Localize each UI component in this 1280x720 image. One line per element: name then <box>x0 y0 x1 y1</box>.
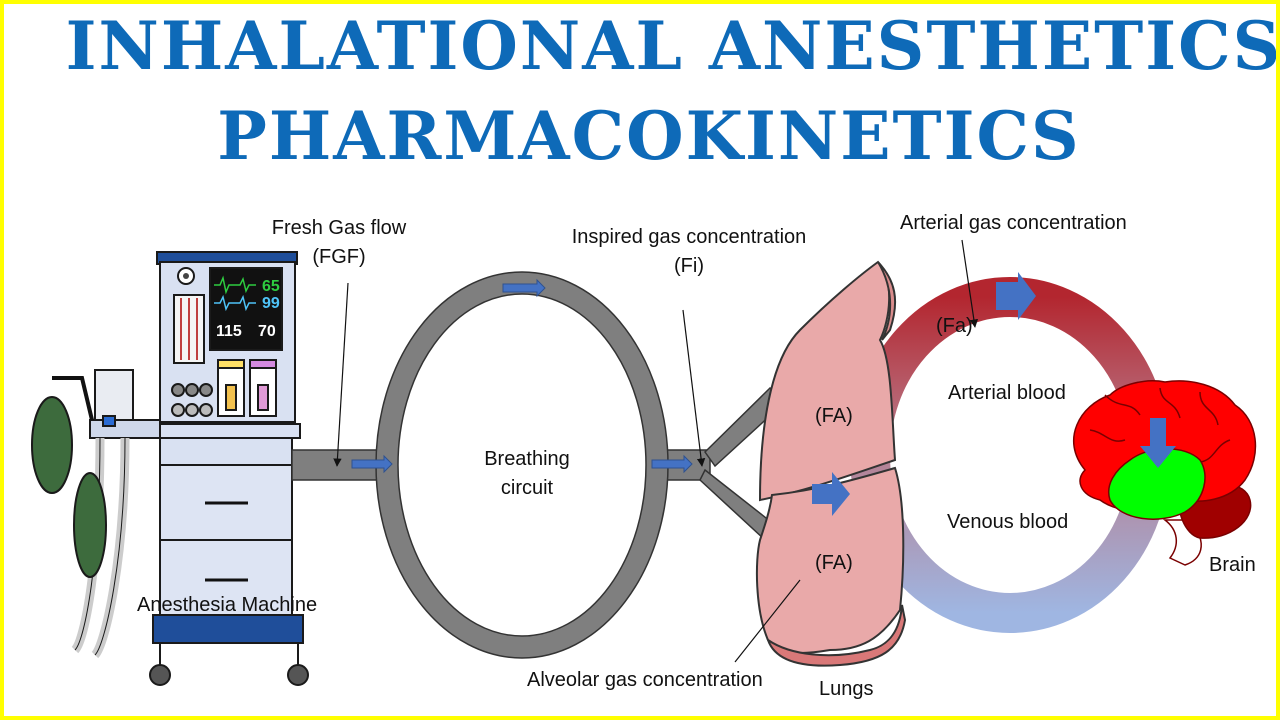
absorber-mount <box>89 419 161 439</box>
monitor-bp-diastolic: 70 <box>258 323 276 340</box>
monitor-heart-rate: 65 <box>262 278 280 295</box>
fi-label-line-1: Inspired gas concentration <box>571 226 807 248</box>
machine-base <box>152 614 304 644</box>
pointer-lines <box>333 239 979 663</box>
pharmacokinetics-diagram: 65 99 115 70 <box>31 239 1257 686</box>
flow-arrow-icon <box>651 454 693 474</box>
arterial-fa-short-label: (Fa) <box>936 315 973 337</box>
flow-arrow-icon <box>351 454 393 474</box>
lungs-label: Lungs <box>819 678 874 700</box>
venous-blood-label: Venous blood <box>947 511 1069 533</box>
alveolar-concentration-label: Alveolar gas concentration <box>527 669 763 691</box>
fgf-pointer <box>333 282 349 467</box>
fi-label-line-2: (Fi) <box>674 255 704 277</box>
fgf-label-line-1: Fresh Gas flow <box>271 217 407 239</box>
drawer-2 <box>159 539 293 616</box>
arterial-concentration-label: Arterial gas concentration <box>900 212 1127 234</box>
fgf-label-line-2: (FGF) <box>312 246 366 268</box>
flow-arrow-icon <box>502 278 546 298</box>
alveolar-lower-label: (FA) <box>815 552 853 574</box>
lungs <box>755 260 907 667</box>
breathing-circuit-line-2: circuit <box>500 477 554 499</box>
reservoir-bag-1 <box>31 396 73 494</box>
brain <box>1073 380 1257 566</box>
co2-absorber <box>94 369 134 423</box>
anesthesia-machine-label: Anesthesia Machine <box>137 594 318 616</box>
page-title-line-1: INHALATIONAL ANESTHETICS <box>65 7 1280 85</box>
monitor-bp-systolic: 115 <box>216 323 242 340</box>
anesthesia-machine <box>31 251 309 686</box>
arterial-blood-label: Arterial blood <box>948 382 1066 404</box>
fgf-label: Fresh Gas flow (FGF) <box>254 216 424 269</box>
page-title-line-2: PHARMACOKINETICS <box>217 97 1081 175</box>
lung-upper-lobe <box>758 260 897 502</box>
arterial-flow-arrow-icon <box>996 272 1036 320</box>
fa-pointer <box>961 239 979 328</box>
machine-shelf <box>149 423 301 439</box>
breathing-circuit-label: Breathing circuit <box>467 447 587 500</box>
brain-flow-arrow-icon <box>1140 418 1176 468</box>
fi-label: Inspired gas concentration (Fi) <box>554 225 824 278</box>
alveolar-flow-arrow-icon <box>812 472 850 516</box>
alveolar-upper-label: (FA) <box>815 405 853 427</box>
flow-arrows <box>351 278 693 474</box>
breathing-circuit-line-1: Breathing <box>484 448 570 470</box>
reservoir-bag-2 <box>73 472 107 578</box>
lung-lower-lobe <box>755 466 905 654</box>
wheel-icon <box>149 664 171 686</box>
brain-label: Brain <box>1209 554 1256 576</box>
alveolar-pointer <box>734 579 801 663</box>
breathing-circuit-tubing <box>291 271 787 659</box>
fi-pointer <box>682 309 706 467</box>
wheel-icon <box>287 664 309 686</box>
limbic-region <box>1108 448 1206 520</box>
monitor-spo2: 99 <box>262 295 280 312</box>
